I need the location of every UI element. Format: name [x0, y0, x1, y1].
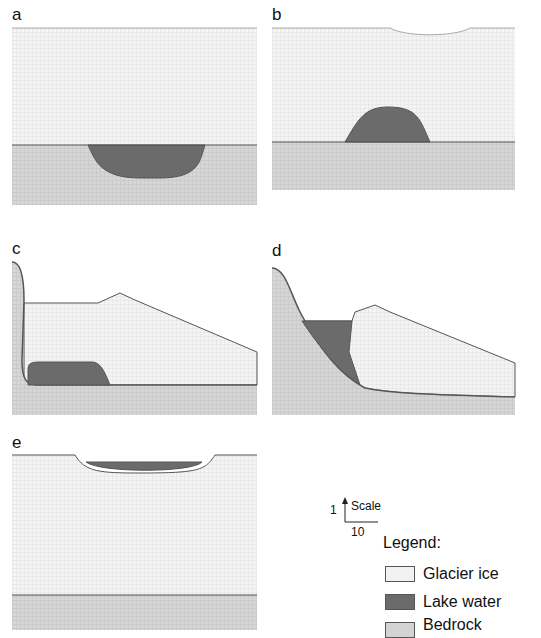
- lake-water: [28, 362, 110, 385]
- glacier-ice: [12, 28, 257, 145]
- scale-arrowhead: [342, 497, 348, 504]
- ice-surface: [272, 28, 515, 35]
- legend-label: Lake water: [423, 593, 501, 611]
- bed-line: [272, 142, 515, 143]
- bed-line: [12, 262, 257, 385]
- glacier-ice: [272, 28, 515, 142]
- panel-letter: a: [12, 6, 21, 25]
- legend-label: Bedrock: [423, 616, 482, 634]
- lake-water: [88, 145, 205, 178]
- legend-label: Glacier ice: [423, 565, 499, 583]
- legend-swatch: [385, 622, 415, 638]
- bedrock: [272, 142, 515, 190]
- ice-surface: [12, 28, 257, 29]
- glacier-ice: [12, 455, 257, 595]
- bedrock: [12, 595, 257, 630]
- lake-water: [345, 107, 430, 142]
- bedrock: [12, 262, 257, 415]
- panel-letter: d: [272, 242, 281, 261]
- lake-water: [302, 321, 360, 385]
- panel-letter: b: [272, 6, 281, 25]
- bedrock: [12, 145, 257, 205]
- scale-label: Scale: [351, 500, 381, 513]
- panel-letter: c: [12, 240, 21, 259]
- glacier-ice: [24, 293, 257, 385]
- scale-label: 1: [330, 504, 337, 517]
- panel-letter: e: [12, 434, 21, 453]
- legend-swatch: [385, 566, 415, 582]
- bed-line: [272, 268, 515, 397]
- scale-bar: [345, 522, 378, 523]
- legend-swatch: [385, 594, 415, 610]
- lake-water: [86, 462, 202, 470]
- bedrock: [272, 268, 515, 415]
- legend-title: Legend:: [383, 534, 441, 552]
- ice-surface: [12, 455, 257, 473]
- bed-line: [12, 145, 257, 146]
- bed-line: [12, 595, 257, 596]
- scale-label: 10: [351, 526, 364, 539]
